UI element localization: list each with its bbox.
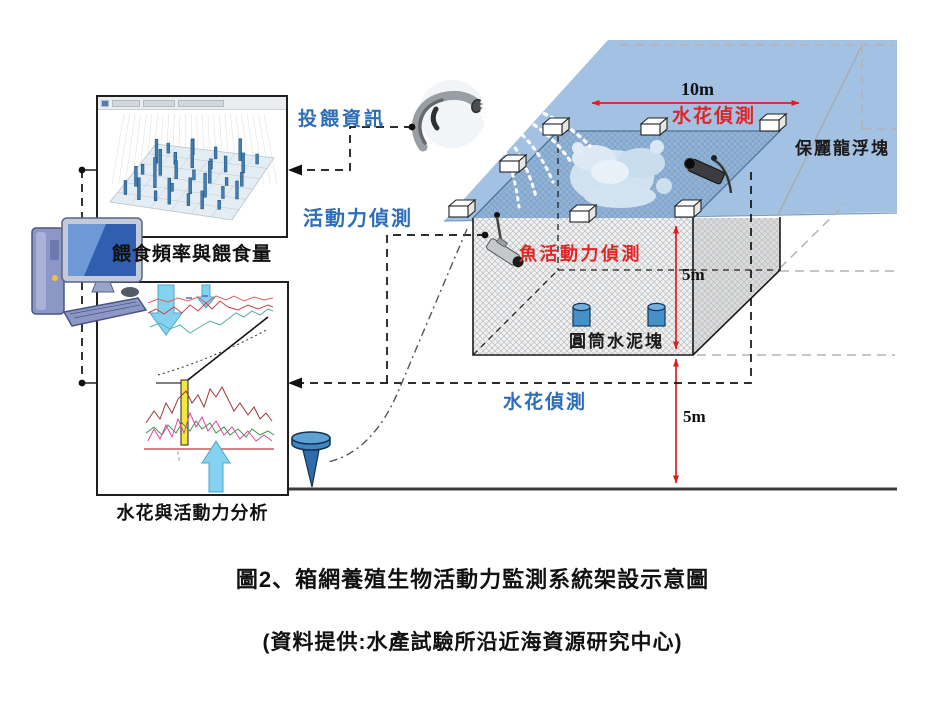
analysis-panel-label: 水花與活動力分析 [116, 503, 269, 523]
label-activity-detection: 活動力偵測 [303, 208, 413, 230]
zone-diagonal-edge [777, 46, 862, 216]
figure-title: 圖2、箱網養殖生物活動力監測系統架設示意圖 [235, 567, 710, 592]
down-arrow-large [149, 284, 183, 336]
trend-dotted [157, 328, 269, 376]
hidden-zone-edges [620, 44, 897, 356]
trend-line [183, 316, 269, 384]
label-cement-block: 圓筒水泥塊 [569, 332, 664, 351]
toolbar-button [143, 99, 175, 107]
chart-window-toolbar [98, 97, 286, 110]
sensor-cube [639, 116, 669, 137]
feeding-panel-label: 餵食頻率與餵食量 [111, 244, 272, 265]
sensor-cube [568, 203, 598, 224]
feeding-chart-panel [96, 95, 288, 238]
computer [31, 217, 148, 327]
monitoring-system-diagram: 餵食頻率與餵食量 水花與活動力分析 投餵資訊 活動力偵測 10m [31, 40, 898, 523]
signal-arrowheads [78, 123, 489, 389]
cement-cylinder [647, 302, 666, 327]
sensor-cubes [447, 112, 788, 224]
splash-camera [683, 155, 733, 194]
toolbar-button [178, 99, 224, 107]
label-dim-5m-lower: 5m [683, 407, 706, 426]
event-marker-bar [180, 379, 189, 446]
sensor-cube [673, 198, 703, 219]
water-splash [570, 140, 672, 208]
feed-spray [480, 100, 592, 209]
sensor-cable [327, 228, 468, 463]
label-styrofoam-float: 保麗龍浮塊 [795, 139, 890, 158]
cement-cylinder [572, 302, 591, 327]
label-dim-5m-upper: 5m [682, 265, 705, 284]
analysis-figure [144, 284, 275, 493]
label-fish-activity-detection: 魚活動力偵測 [519, 244, 642, 264]
label-feeding-info: 投餵資訊 [298, 109, 387, 130]
label-dim-10m: 10m [681, 79, 714, 99]
up-arrow-large [201, 440, 231, 493]
label-splash-detection-bottom: 水花偵測 [503, 392, 588, 413]
signal-traces-bottom [144, 385, 275, 461]
cage-hidden-edges [472, 136, 780, 356]
figure-source: (資料提供:水產試驗所沿近海資源研究中心) [262, 631, 683, 654]
dimension-lines [591, 100, 800, 484]
seabed-sensor-pin [291, 431, 331, 488]
label-splash-detection-top: 水花偵測 [672, 106, 757, 127]
signal-traces-top [147, 295, 274, 334]
toolbar-button [112, 99, 140, 107]
feeding-3d-chart [109, 113, 278, 221]
sensor-cube [758, 112, 788, 133]
cage-right-face [693, 218, 780, 355]
analysis-panel [96, 281, 289, 496]
chart-app-icon [101, 99, 109, 107]
underwater-camera [486, 212, 524, 268]
diagram-graphics [78, 40, 898, 491]
cage-front-face [473, 218, 693, 355]
signal-paths [81, 126, 752, 384]
sensor-cube [498, 153, 528, 174]
chart-bars [123, 138, 259, 210]
sensor-cube [541, 116, 571, 137]
feeder-machine [411, 80, 486, 152]
sensor-cube [447, 198, 477, 219]
